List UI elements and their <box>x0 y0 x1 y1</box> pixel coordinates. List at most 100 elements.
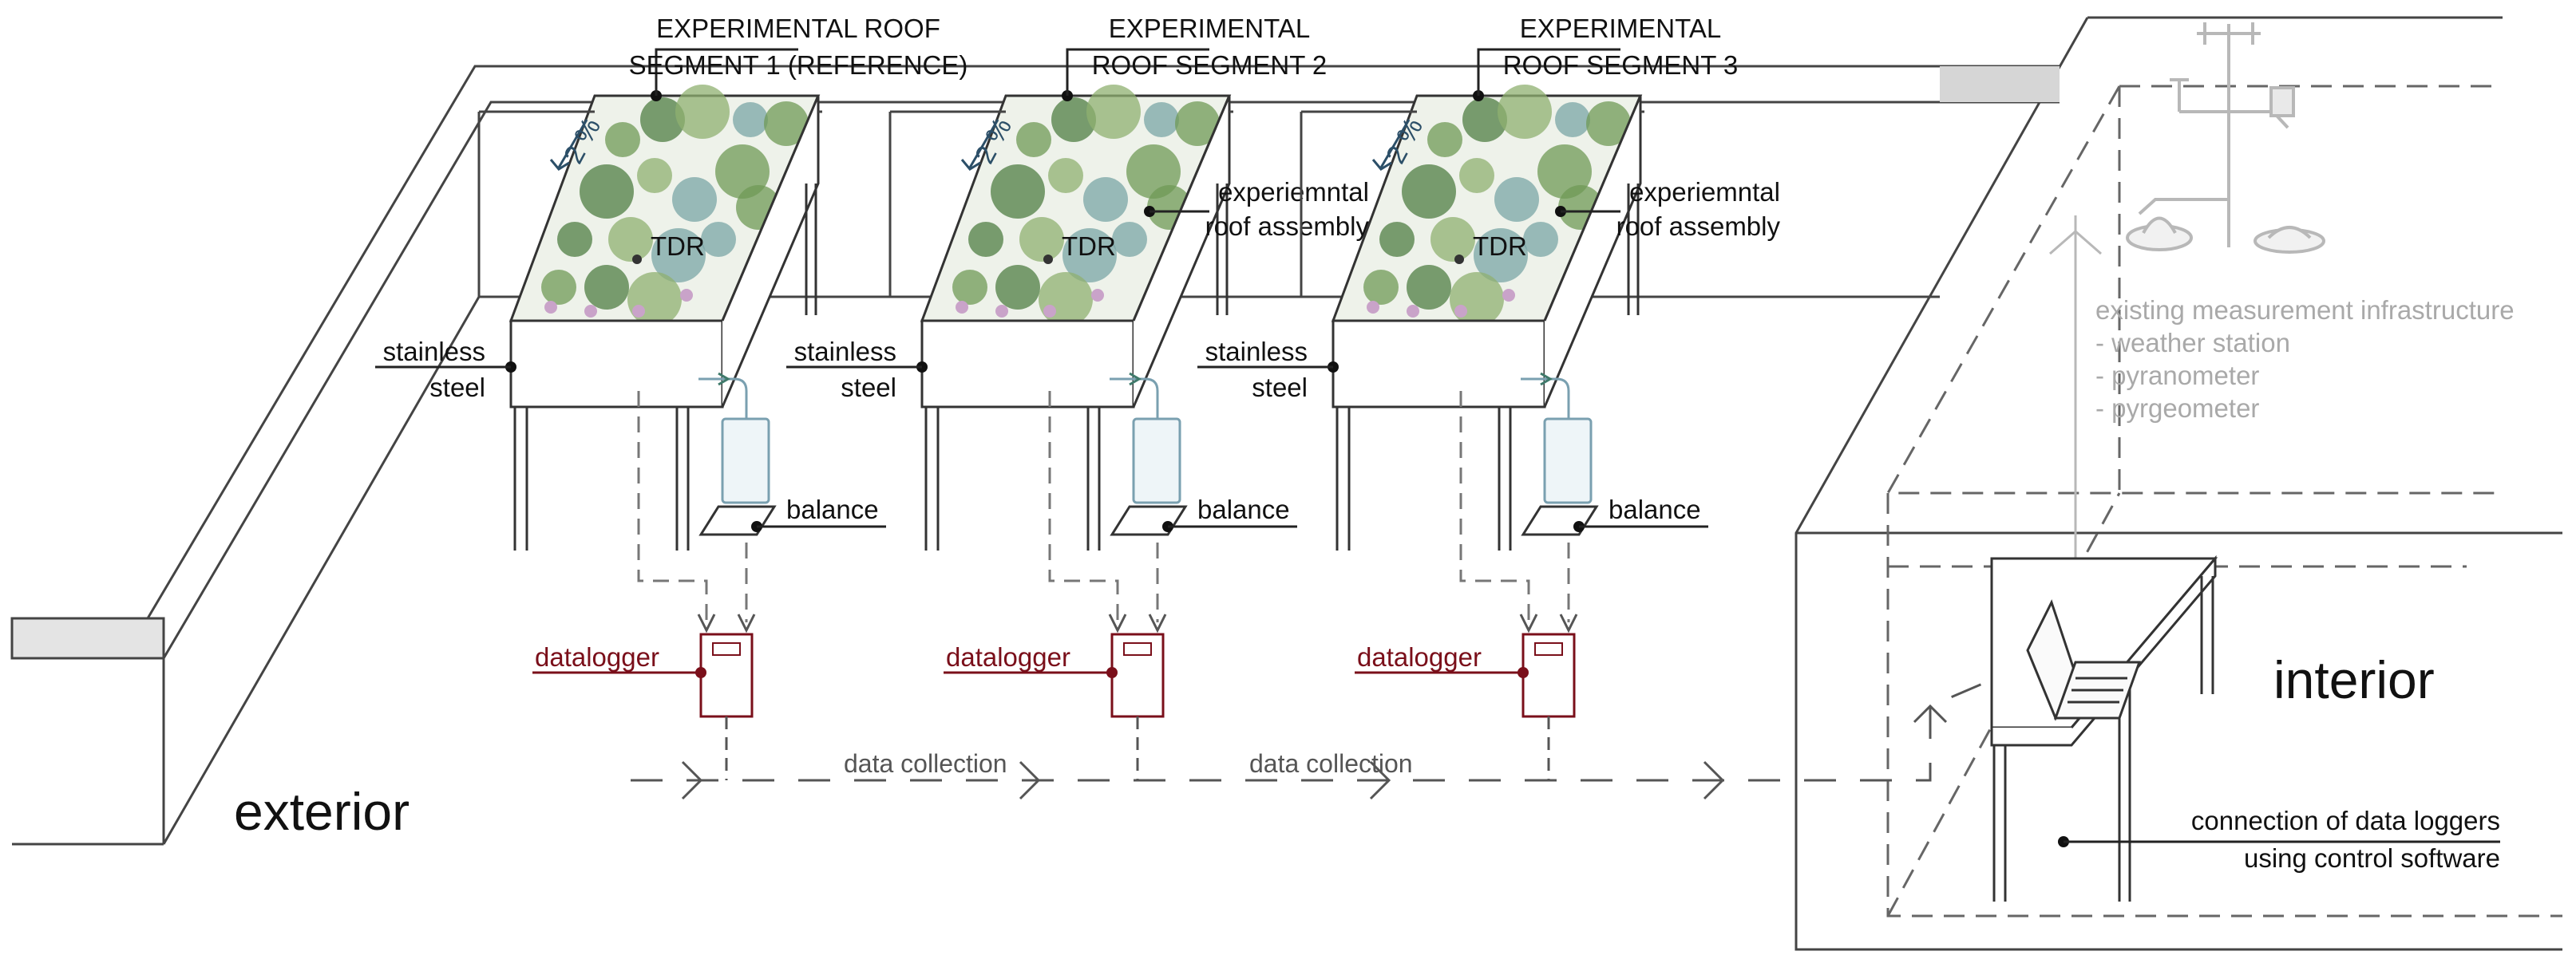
segment-title-line2: SEGMENT 1 (REFERENCE) <box>629 50 968 80</box>
infrastructure-item-pyranometer: - pyranometer <box>2095 361 2259 390</box>
plant <box>968 222 1003 257</box>
plant <box>541 270 576 305</box>
plant <box>1051 97 1096 142</box>
plant <box>1083 177 1128 222</box>
water-container <box>1543 417 1593 504</box>
datalogger-label: datalogger <box>946 642 1070 672</box>
plant-cluster <box>541 85 809 326</box>
plant <box>1450 272 1504 326</box>
planter-side <box>721 95 820 408</box>
parapet-face <box>12 658 165 846</box>
plant <box>715 144 770 199</box>
plant <box>605 122 640 157</box>
flower <box>1043 305 1056 318</box>
flower <box>544 301 557 314</box>
plant <box>1039 272 1093 326</box>
flower <box>1367 301 1379 314</box>
plant-cluster <box>1363 85 1631 326</box>
drain-pipe <box>1521 377 1570 419</box>
parapet-coping <box>10 617 165 660</box>
plant <box>1407 265 1451 310</box>
plant <box>733 102 768 137</box>
plant <box>1112 222 1147 257</box>
plant <box>1494 177 1539 222</box>
infrastructure-item-weather-station: - weather station <box>2095 328 2290 357</box>
infrastructure-link-line <box>2049 215 2102 574</box>
assembly-label-line1: experiemntal <box>1629 177 1780 207</box>
planter-side <box>1543 95 1642 408</box>
interior-dashed-room <box>1886 85 2562 918</box>
slope-arrowhead <box>1371 159 1392 171</box>
plant <box>1019 217 1064 262</box>
plant <box>627 272 682 326</box>
balance-platform <box>1521 505 1599 536</box>
tdr-sensor-dot <box>632 255 642 264</box>
plant <box>1523 222 1558 257</box>
datalogger-display <box>712 642 741 656</box>
balance-label: balance <box>1197 495 1290 524</box>
slope-arrowhead <box>549 159 570 171</box>
segment-title-line2: ROOF SEGMENT 3 <box>1503 50 1739 80</box>
steel-label-line2: steel <box>429 373 485 402</box>
data-collection-line <box>631 665 2024 800</box>
plant <box>1048 158 1083 193</box>
tdr-sensor-dot <box>1043 255 1053 264</box>
interior-label: interior <box>2273 650 2435 709</box>
planter-front <box>509 319 724 409</box>
planter-front <box>920 319 1135 409</box>
tdr-label: TDR <box>1473 231 1527 261</box>
data-arrow-5 <box>1913 704 1948 724</box>
balance-platform <box>1110 505 1188 536</box>
signal-arrowheads <box>1108 614 1167 633</box>
segment-title-line1: EXPERIMENTAL <box>1520 14 1721 43</box>
parapet-top-band <box>1940 66 2060 102</box>
plant <box>1086 85 1141 139</box>
planter-front <box>1332 319 1546 409</box>
connection-label-line2: using control software <box>2244 843 2500 873</box>
signal-lines <box>1048 391 1159 622</box>
plant <box>1537 144 1592 199</box>
steel-label-line2: steel <box>1252 373 1308 402</box>
drain-pipe <box>1110 377 1159 419</box>
datalogger-label: datalogger <box>535 642 659 672</box>
planter-legs <box>1335 184 1640 551</box>
plant <box>1062 228 1117 282</box>
plant <box>764 101 809 146</box>
drain-arrow <box>1129 372 1142 386</box>
datalogger-box <box>1110 633 1165 718</box>
back-frame <box>888 110 1233 297</box>
datalogger-display <box>1534 642 1563 656</box>
drain-pipe <box>698 377 748 419</box>
plant <box>1427 122 1462 157</box>
plant <box>991 164 1045 219</box>
title-leader-line <box>655 48 798 96</box>
plant <box>1430 217 1475 262</box>
flower <box>1502 289 1515 302</box>
plant <box>1474 228 1528 282</box>
slope-arrow <box>1379 119 1411 168</box>
plant <box>675 85 730 139</box>
steel-label-line1: stainless <box>794 337 896 366</box>
infrastructure-title: existing measurement infrastructure <box>2095 295 2515 325</box>
signal-lines <box>1459 391 1570 622</box>
flower <box>584 305 597 318</box>
tdr-label: TDR <box>1062 231 1116 261</box>
balance-platform <box>698 505 777 536</box>
plant <box>1586 101 1631 146</box>
datalogger-label: datalogger <box>1357 642 1482 672</box>
plant <box>701 222 736 257</box>
planter-side <box>1132 95 1231 408</box>
plant <box>1016 122 1051 157</box>
flower <box>680 289 693 302</box>
flower <box>956 301 968 314</box>
signal-arrowheads <box>1519 614 1578 633</box>
plant-cluster <box>952 85 1220 326</box>
flower <box>995 305 1008 318</box>
data-collection-label-2: data collection <box>1249 749 1413 778</box>
pyrgeometer-icon <box>2254 226 2325 254</box>
steel-label-line1: stainless <box>1205 337 1308 366</box>
